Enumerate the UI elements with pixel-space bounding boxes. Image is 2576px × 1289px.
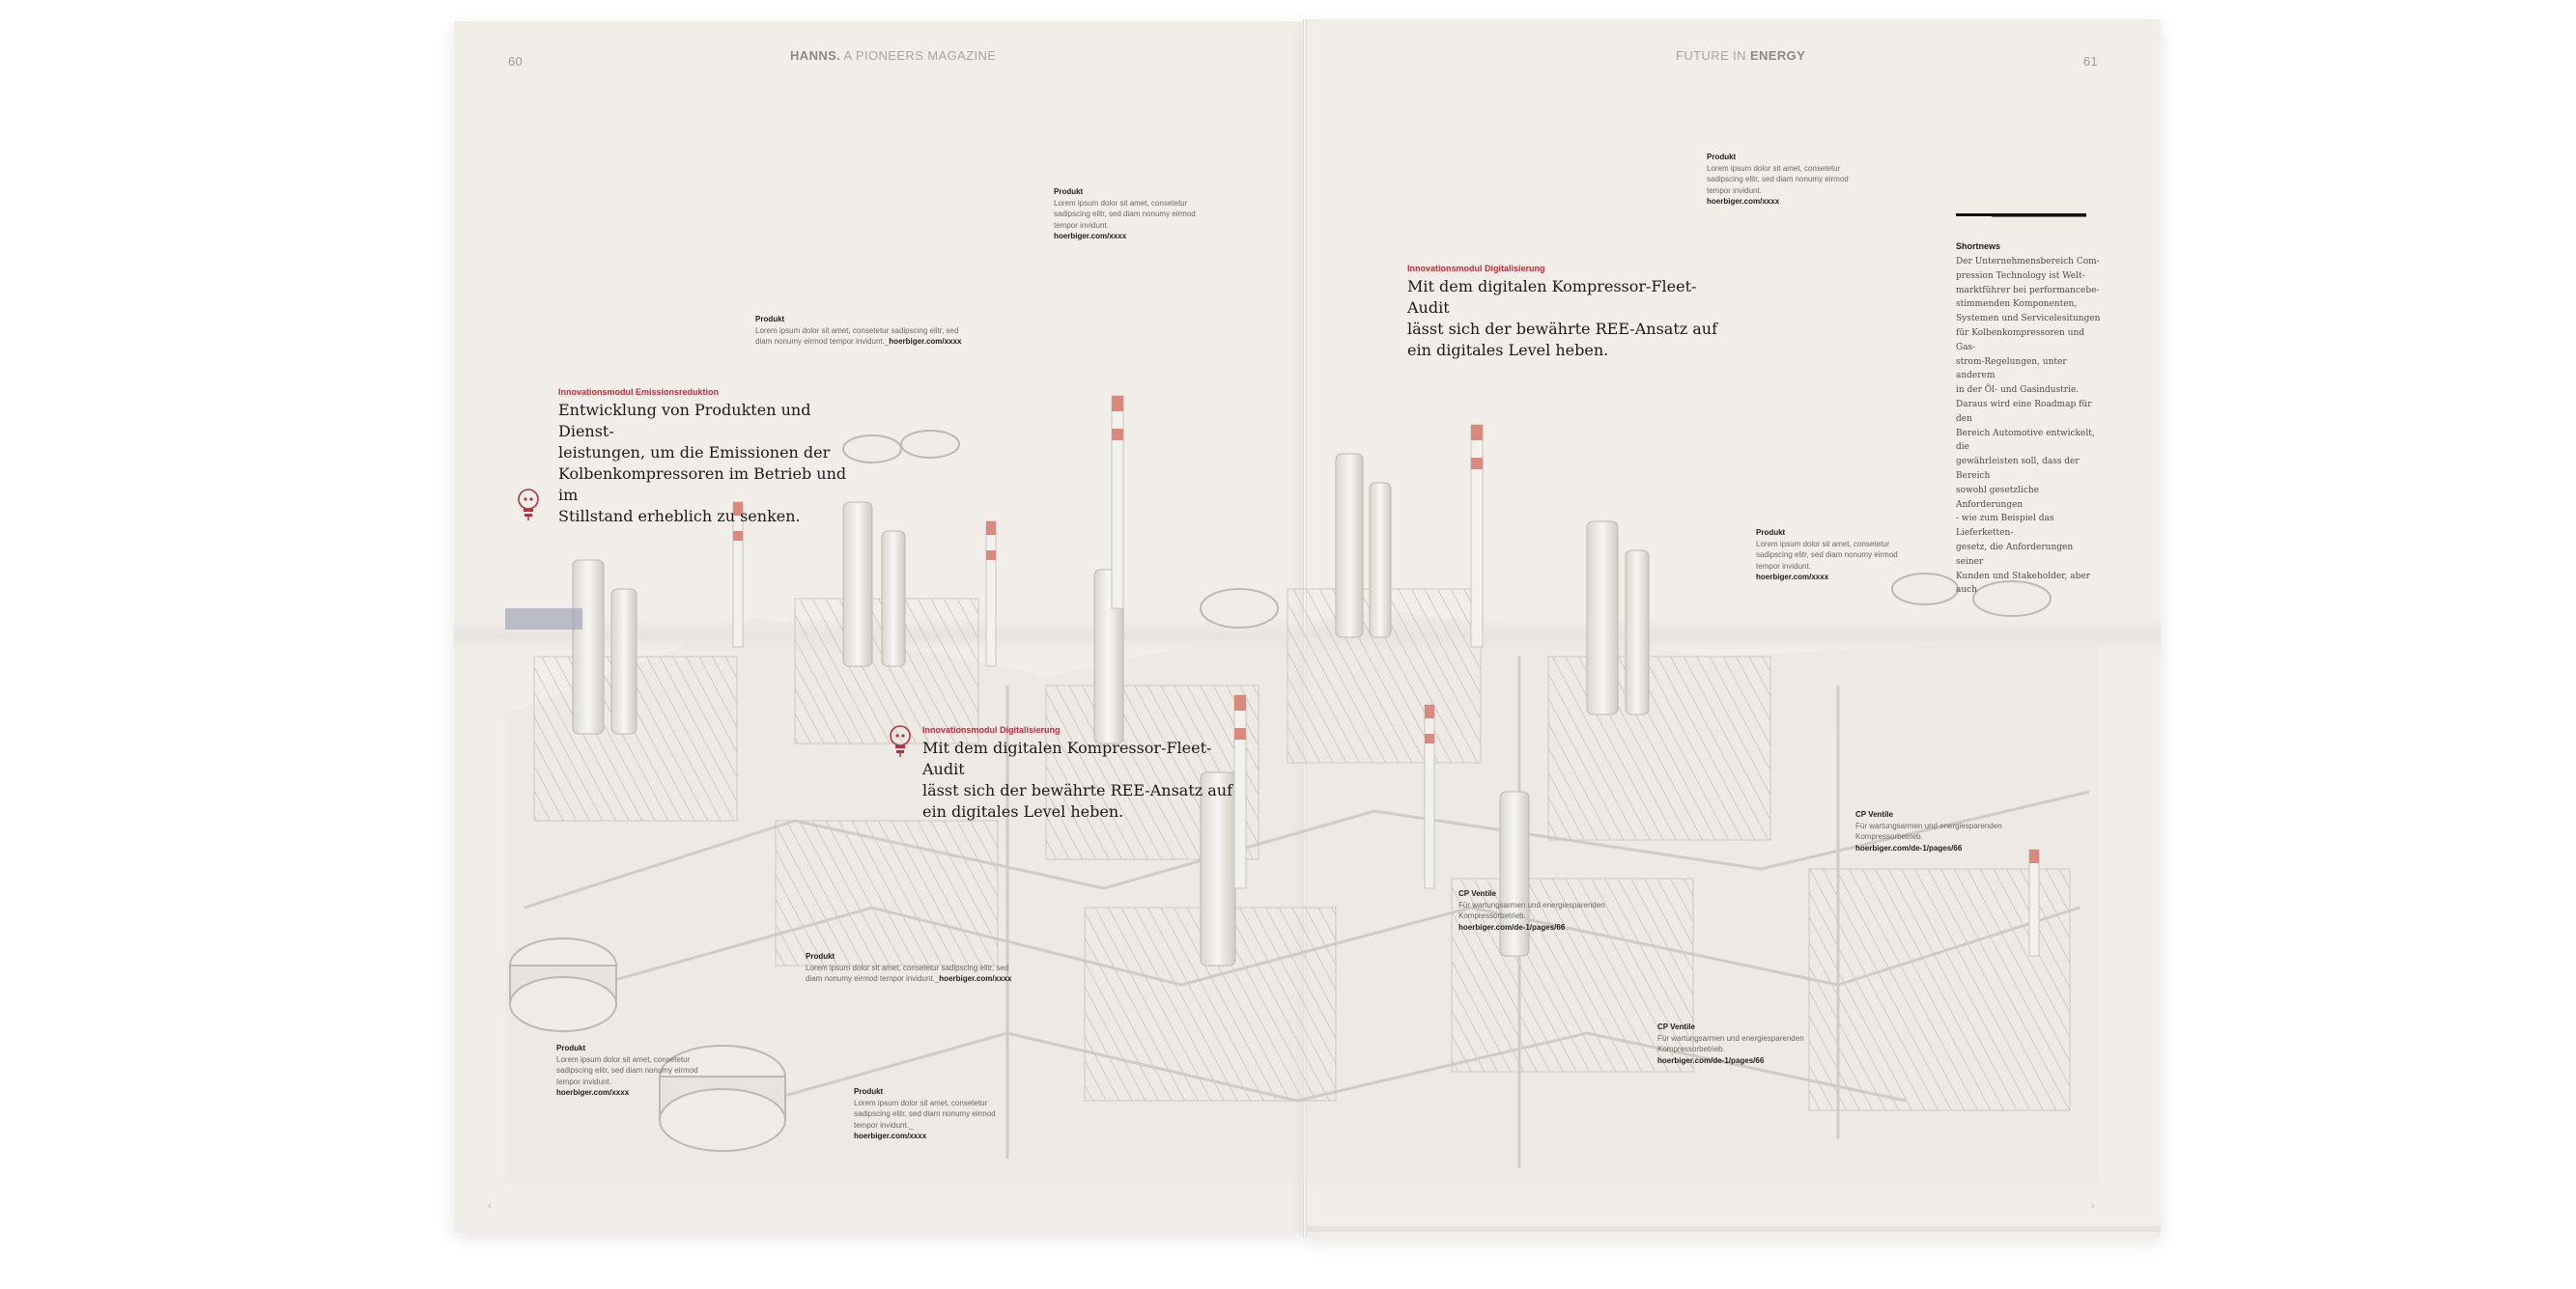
callout-label: Produkt Lorem ipsum dolor sit amet, cons… xyxy=(1756,527,1898,583)
callout-line: diam nonumy eirmod tempor invidunt._hoer… xyxy=(755,336,961,348)
callout-line: Für wartungsarmen und energiesparenden xyxy=(1657,1033,1804,1043)
callout-link[interactable]: hoerbiger.com/de-1/pages/66 xyxy=(1855,843,1963,853)
callout-link[interactable]: hoerbiger.com/de-1/pages/66 xyxy=(1458,922,1566,932)
feature-right-headline-line: ein digitales Level heben. xyxy=(1407,341,1609,359)
callout-line-text: diam nonumy eirmod tempor invidunt._ xyxy=(755,337,890,346)
callout-link[interactable]: hoerbiger.com/de-1/pages/66 xyxy=(1657,1055,1765,1065)
callout-link[interactable]: hoerbiger.com/xxxx xyxy=(939,974,1012,983)
callout-line: Für wartungsarmen und energiesparenden xyxy=(1855,821,2002,830)
callout-line: tempor invidunt. xyxy=(1054,220,1109,230)
callout-label: Produkt Lorem ipsum dolor sit amet, cons… xyxy=(1054,186,1196,242)
callout-link[interactable]: hoerbiger.com/xxxx xyxy=(1054,232,1127,240)
running-head-left-brand: HANNS. xyxy=(790,48,841,63)
callout-link[interactable]: hoerbiger.com/xxxx xyxy=(1707,197,1780,206)
callout-title: Produkt xyxy=(806,952,835,961)
callout-line: sadipscing elitr, sed diam nonumy eirmod xyxy=(1707,175,1849,183)
callout-line: sadipscing elitr, sed diam nonumy eirmod xyxy=(1054,210,1196,218)
feature-right-headline-line: Mit dem digitalen Kompressor-Fleet-Audit xyxy=(1407,277,1697,317)
callout-title: Produkt xyxy=(1756,528,1786,537)
callout-line: diam nonumy eirmod tempor invidunt._hoer… xyxy=(806,973,1011,985)
running-head-left: HANNS. A PIONEERS MAGAZINE xyxy=(790,48,996,63)
feature-left-headline-line: Entwicklung von Produkten und Dienst- xyxy=(558,401,811,440)
callout-title: CP Ventile xyxy=(1657,1023,1695,1031)
next-arrow-icon[interactable]: › xyxy=(2091,1200,2095,1212)
feature-center-kicker: Innovationsmodul Digitalisierung xyxy=(922,725,1061,735)
running-head-left-rest: A PIONEERS MAGAZINE xyxy=(840,48,997,63)
callout-label: Produkt Lorem ipsum dolor sit amet, cons… xyxy=(755,314,961,348)
callout-title: Produkt xyxy=(854,1087,884,1096)
callout-title: Produkt xyxy=(1707,153,1737,161)
feature-right-kicker: Innovationsmodul Digitalisierung xyxy=(1407,264,1545,273)
sidebar-rule-thin xyxy=(1992,216,2086,217)
lightbulb-icon[interactable] xyxy=(889,724,912,759)
callout-line: Lorem ipsum dolor sit amet, consetetur xyxy=(556,1054,691,1064)
feature-left-headline-line: Kolbenkompressoren im Betrieb und im xyxy=(558,464,847,504)
feature-center-headline-line: Mit dem digitalen Kompressor-Fleet-Audit xyxy=(922,739,1212,778)
callout-title: Produkt xyxy=(556,1044,586,1052)
running-head-right: FUTURE IN ENERGY xyxy=(1676,48,1805,63)
callout-line: Kompressorbetrieb. xyxy=(1657,1045,1725,1053)
folio-left: 60 xyxy=(508,54,524,69)
callout-line: Lorem ipsum dolor sit amet, consetetur xyxy=(1756,539,1890,548)
callout-line: Lorem ipsum dolor sit amet, consetetur xyxy=(854,1098,988,1107)
prev-arrow-icon[interactable]: ‹ xyxy=(488,1200,492,1212)
feature-right-headline: Mit dem digitalen Kompressor-Fleet-Audit… xyxy=(1407,276,1726,361)
callout-line: Für wartungsarmen und energiesparenden xyxy=(1458,900,1605,910)
feature-left-headline: Entwicklung von Produkten und Dienst- le… xyxy=(558,400,867,527)
callout-title: Produkt xyxy=(1054,187,1084,196)
callout-label: Produkt Lorem ipsum dolor sit amet, cons… xyxy=(1707,152,1849,208)
feature-center-headline-line: ein digitales Level heben. xyxy=(922,802,1124,821)
callout-line: Kompressorbetrieb. xyxy=(1855,832,1923,841)
callout-line: sadipscing elitr, sed diam nonumy eirmod xyxy=(556,1066,698,1075)
shortnews-title: Shortnews xyxy=(1956,241,2001,251)
callout-link[interactable]: hoerbiger.com/xxxx xyxy=(556,1088,630,1097)
feature-left-headline-line: Stillstand erheblich zu senken. xyxy=(558,507,801,525)
callout-line: sadipscing elitr, sed diam nonumy eirmod xyxy=(854,1109,996,1118)
callout-title: CP Ventile xyxy=(1855,810,1893,819)
callout-label: CP Ventile Für wartungsarmen und energie… xyxy=(1458,888,1605,933)
callout-line: tempor invidunt. xyxy=(556,1077,611,1086)
callout-label: Produkt Lorem ipsum dolor sit amet, cons… xyxy=(854,1086,996,1142)
feature-left-headline-line: leistungen, um die Emissionen der xyxy=(558,443,831,462)
callout-line: Kompressorbetrieb. xyxy=(1458,911,1526,920)
callout-title: CP Ventile xyxy=(1458,889,1496,898)
running-head-right-rest: FUTURE IN xyxy=(1676,48,1750,63)
feature-center-headline: Mit dem digitalen Kompressor-Fleet-Audit… xyxy=(922,738,1241,823)
callout-line: sadipscing elitr, sed diam nonumy eirmod xyxy=(1756,550,1898,559)
paper-edge xyxy=(1306,1226,2161,1232)
callout-label: Produkt Lorem ipsum dolor sit amet, cons… xyxy=(806,951,1011,985)
callout-label: CP Ventile Für wartungsarmen und energie… xyxy=(1855,809,2002,854)
callout-title: Produkt xyxy=(755,315,785,323)
shortnews-body: Der Unternehmensbereich Com- pression Te… xyxy=(1956,257,2101,596)
callout-line: tempor invidunt. xyxy=(1756,561,1811,571)
callout-label: Produkt Lorem ipsum dolor sit amet, cons… xyxy=(556,1043,698,1099)
folio-right: 61 xyxy=(2083,54,2099,69)
sidebar-rule-thick xyxy=(1956,213,2086,216)
callout-line: Lorem ipsum dolor sit amet, consetetur xyxy=(1707,163,1841,173)
lightbulb-icon[interactable] xyxy=(517,488,540,522)
callout-line: Lorem ipsum dolor sit amet, consetetur xyxy=(1054,198,1188,208)
callout-link[interactable]: hoerbiger.com/xxxx xyxy=(889,337,962,346)
feature-right-headline-line: lässt sich der bewährte REE-Ansatz auf xyxy=(1407,320,1718,338)
callout-line: Lorem ipsum dolor sit amet, consetetur s… xyxy=(755,325,959,335)
running-head-right-brand: ENERGY xyxy=(1749,48,1806,63)
callout-line: tempor invidunt._ xyxy=(854,1120,914,1130)
callout-link[interactable]: hoerbiger.com/xxxx xyxy=(1756,573,1829,581)
callout-line: Lorem ipsum dolor sit amet, consetetur s… xyxy=(806,963,1009,972)
callout-link[interactable]: hoerbiger.com/xxxx xyxy=(854,1132,927,1140)
callout-label: CP Ventile Für wartungsarmen und energie… xyxy=(1657,1022,1804,1066)
feature-left-kicker: Innovationsmodul Emissionsreduktion xyxy=(558,387,720,397)
feature-center-headline-line: lässt sich der bewährte REE-Ansatz auf xyxy=(922,781,1233,799)
callout-line: tempor invidunt. xyxy=(1707,185,1762,195)
callout-line-text: diam nonumy eirmod tempor invidunt._ xyxy=(806,974,940,983)
